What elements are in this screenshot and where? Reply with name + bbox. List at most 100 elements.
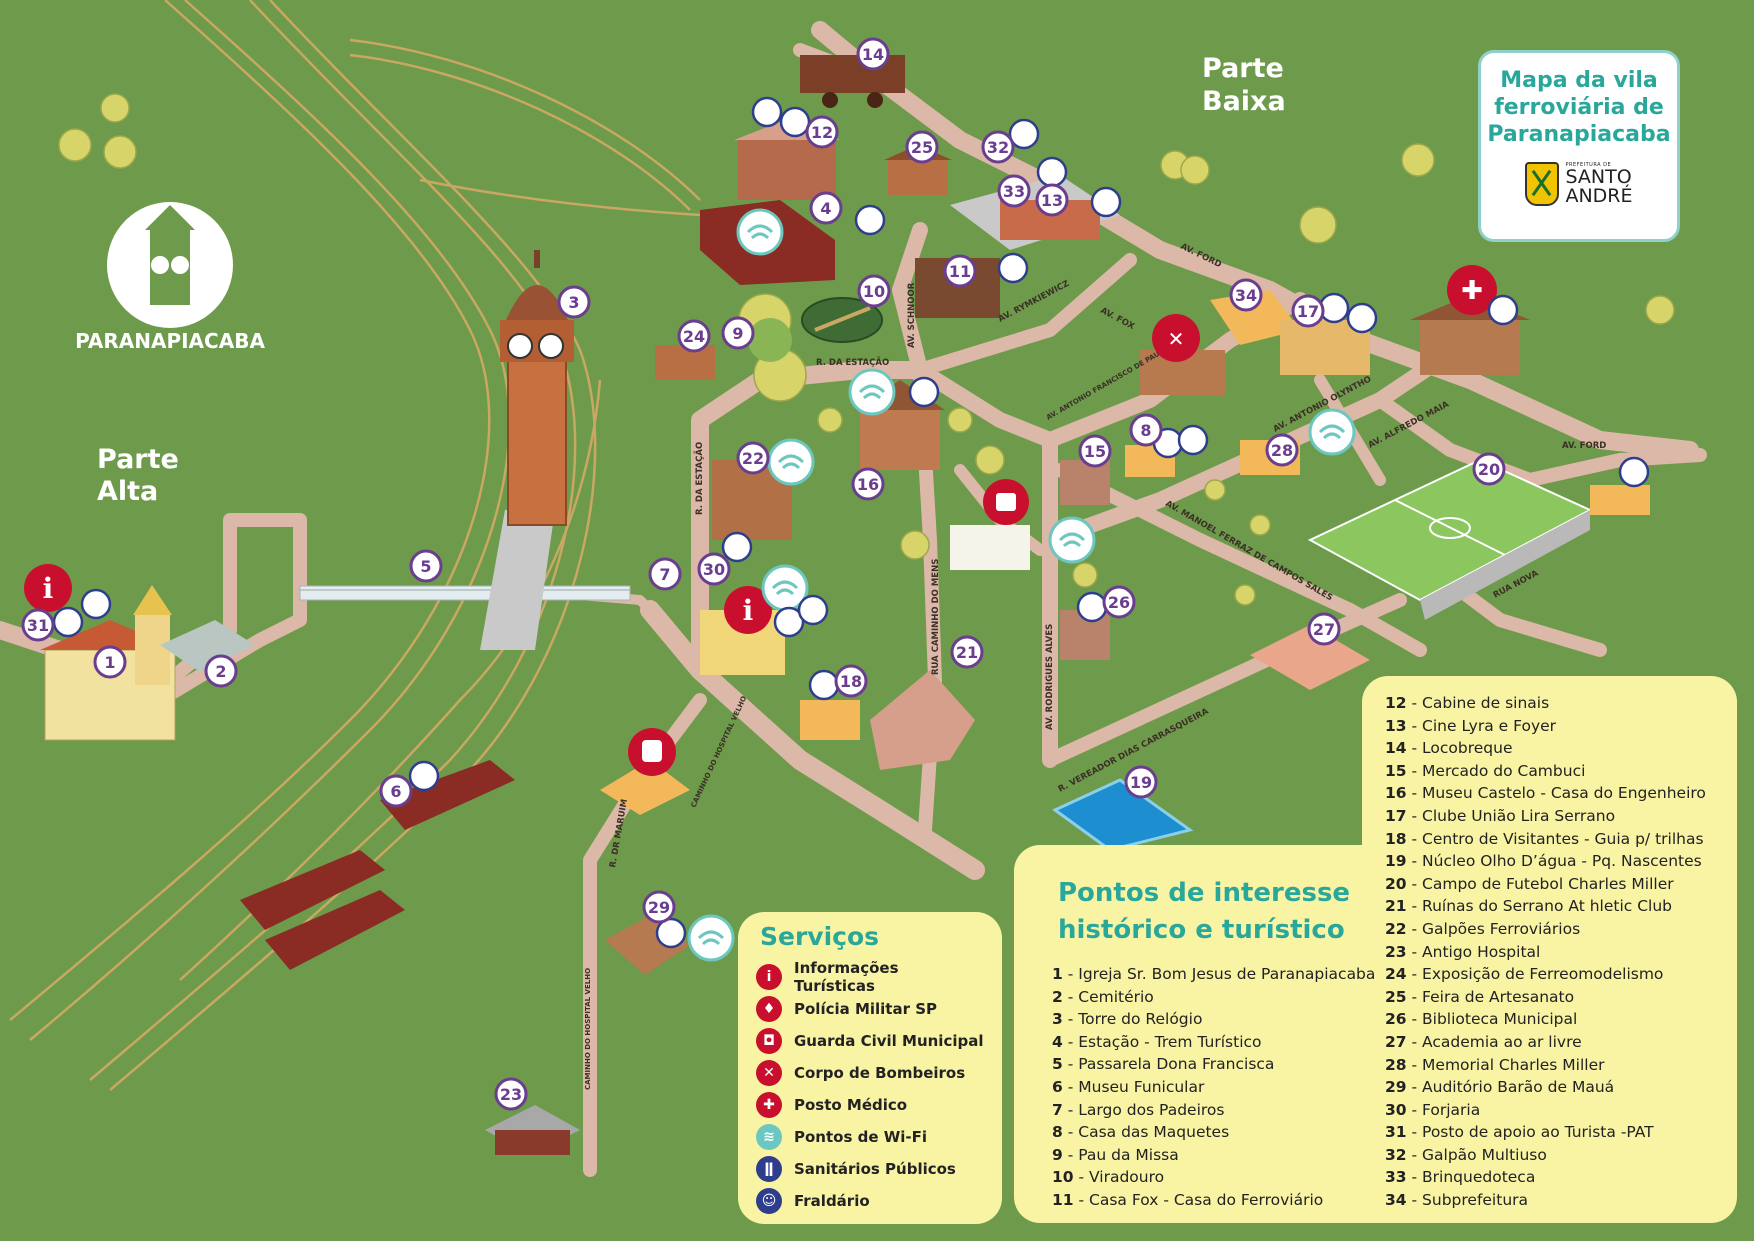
svg-text:2: 2 xyxy=(215,662,226,681)
baby-changing-icon[interactable] xyxy=(80,588,112,620)
marker-8[interactable]: 8 xyxy=(1129,413,1163,447)
restroom-icon[interactable] xyxy=(655,917,687,949)
wifi-icon[interactable] xyxy=(1308,408,1356,456)
marker-20[interactable]: 20 xyxy=(1472,452,1506,486)
marker-9[interactable]: 9 xyxy=(721,316,755,350)
police-icon[interactable] xyxy=(628,728,676,776)
svg-text:28: 28 xyxy=(1271,441,1293,460)
restroom-icon[interactable] xyxy=(1036,156,1068,188)
marker-10[interactable]: 10 xyxy=(857,274,891,308)
restroom-icon[interactable] xyxy=(1487,294,1519,326)
marker-32[interactable]: 32 xyxy=(981,130,1015,164)
medical-cross-icon[interactable]: ✚ xyxy=(1447,265,1497,315)
marker-24[interactable]: 24 xyxy=(677,319,711,353)
wifi-icon[interactable] xyxy=(1048,516,1096,564)
marker-14[interactable]: 14 xyxy=(856,37,890,71)
restroom-icon[interactable] xyxy=(773,606,805,638)
marker-15[interactable]: 15 xyxy=(1078,434,1112,468)
marker-34[interactable]: 34 xyxy=(1229,278,1263,312)
police-icon: ♦ xyxy=(756,996,782,1022)
poi-label: Clube União Lira Serrano xyxy=(1422,806,1616,825)
poi-label: Casa das Maquetes xyxy=(1078,1123,1230,1142)
poi-list-item: 2 - Cemitério xyxy=(1052,987,1154,1006)
marker-23[interactable]: 23 xyxy=(494,1077,528,1111)
baby-changing-icon[interactable] xyxy=(1346,302,1378,334)
marker-2[interactable]: 2 xyxy=(204,654,238,688)
restroom-icon[interactable] xyxy=(721,531,753,563)
marker-17[interactable]: 17 xyxy=(1291,294,1325,328)
restroom-icon[interactable] xyxy=(1008,118,1040,150)
marker-19[interactable]: 19 xyxy=(1124,765,1158,799)
marker-22[interactable]: 22 xyxy=(736,441,770,475)
wifi-icon[interactable] xyxy=(761,564,809,612)
region-parte-alta-line2: Alta xyxy=(97,476,158,507)
restroom-icon[interactable] xyxy=(52,606,84,638)
marker-5[interactable]: 5 xyxy=(409,549,443,583)
marker-7[interactable]: 7 xyxy=(648,557,682,591)
centro-visitantes xyxy=(800,700,860,740)
marker-18[interactable]: 18 xyxy=(834,664,868,698)
restroom-icon[interactable] xyxy=(408,760,440,792)
wifi-icon[interactable] xyxy=(736,208,784,256)
houses-biblioteca-right xyxy=(1590,485,1650,515)
marker-21[interactable]: 21 xyxy=(950,635,984,669)
restroom-icon[interactable] xyxy=(779,106,811,138)
marker-29[interactable]: 29 xyxy=(642,890,676,924)
railway-tracks xyxy=(9,0,701,1091)
marker-11[interactable]: 11 xyxy=(943,254,977,288)
poi-number: 15 xyxy=(1385,761,1407,780)
wifi-icon[interactable] xyxy=(687,914,735,962)
wifi-icon[interactable] xyxy=(767,438,815,486)
poi-number: 2 xyxy=(1052,987,1063,1006)
wifi-icon[interactable] xyxy=(848,368,896,416)
restroom-icon[interactable] xyxy=(908,376,940,408)
municipal-guard-icon[interactable] xyxy=(983,479,1029,525)
marker-31[interactable]: 31 xyxy=(21,608,55,642)
poi-number: 27 xyxy=(1385,1032,1407,1051)
restroom-icon[interactable] xyxy=(1618,456,1650,488)
restroom-icon[interactable] xyxy=(1076,591,1108,623)
service-legend-item: ≋Pontos de Wi-Fi xyxy=(756,1121,984,1153)
marker-3[interactable]: 3 xyxy=(557,285,591,319)
service-legend-label: Guarda Civil Municipal xyxy=(794,1032,984,1050)
restroom-icon[interactable] xyxy=(997,252,1029,284)
marker-27[interactable]: 27 xyxy=(1307,612,1341,646)
marker-26[interactable]: 26 xyxy=(1102,585,1136,619)
svg-text:22: 22 xyxy=(742,449,764,468)
poi-list-item: 14 - Locobreque xyxy=(1385,739,1513,758)
marker-30[interactable]: 30 xyxy=(697,552,731,586)
marker-6[interactable]: 6 xyxy=(379,774,413,808)
marker-1[interactable]: 1 xyxy=(93,645,127,679)
marker-12[interactable]: 12 xyxy=(805,115,839,149)
emblem-text: PARANAPIACABA xyxy=(75,329,265,353)
marker-28[interactable]: 28 xyxy=(1265,433,1299,467)
ruins-serrano xyxy=(870,670,975,770)
marker-16[interactable]: 16 xyxy=(851,467,885,501)
info-icon[interactable]: i xyxy=(24,564,72,612)
poi-number: 8 xyxy=(1052,1123,1063,1142)
info-icon[interactable]: i xyxy=(724,586,772,634)
poi-label: Centro de Visitantes - Guia p/ trilhas xyxy=(1422,829,1704,848)
restroom-icon[interactable] xyxy=(808,669,840,701)
church-building xyxy=(40,585,180,741)
street-label: AV. RODRIGUES ALVES xyxy=(1045,624,1055,730)
restroom-icon[interactable] xyxy=(1177,424,1209,456)
title-card: Mapa da vila ferroviária de Paranapiacab… xyxy=(1478,50,1680,242)
footbridge-passarela xyxy=(299,585,631,601)
marker-4[interactable]: 4 xyxy=(809,191,843,225)
poi-label: Biblioteca Municipal xyxy=(1422,1010,1578,1029)
marker-33[interactable]: 33 xyxy=(997,174,1031,208)
restroom-icon[interactable] xyxy=(854,204,886,236)
svg-text:16: 16 xyxy=(857,475,879,494)
antigo-hospital xyxy=(485,1105,580,1155)
marker-13[interactable]: 13 xyxy=(1035,183,1069,217)
baby-changing-icon[interactable] xyxy=(751,96,783,128)
poi-number: 34 xyxy=(1385,1191,1407,1210)
poi-list-item: 12 - Cabine de sinais xyxy=(1385,694,1550,712)
restroom-icon[interactable] xyxy=(1090,186,1122,218)
baby-changing-icon[interactable] xyxy=(797,594,829,626)
svg-text:13: 13 xyxy=(1041,191,1063,210)
fire-department-icon[interactable]: ✕ xyxy=(1152,314,1200,362)
marker-25[interactable]: 25 xyxy=(905,130,939,164)
